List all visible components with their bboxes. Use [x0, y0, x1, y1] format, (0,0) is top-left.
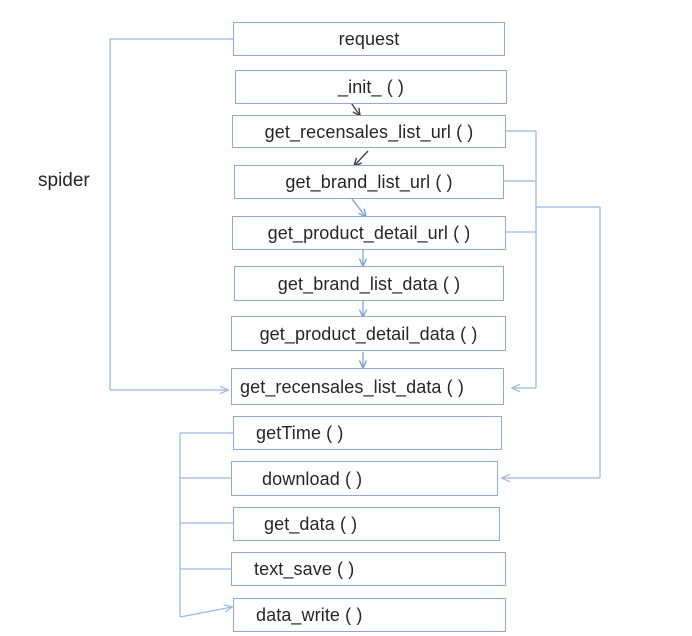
node-get-product-detail-data[interactable]: get_product_detail_data ( ) — [231, 316, 506, 351]
node-gettime[interactable]: getTime ( ) — [233, 416, 502, 450]
node-get-brand-list-url[interactable]: get_brand_list_url ( ) — [234, 165, 504, 199]
group-label-spider: spider — [38, 170, 90, 191]
node-get-data-label: get_data ( ) — [264, 514, 358, 534]
node-get-brand-list-url-label: get_brand_list_url ( ) — [285, 172, 453, 192]
node-get-product-detail-data-label: get_product_detail_data ( ) — [259, 323, 478, 344]
node-get-recensales-list-data[interactable]: get_recensales_list_data ( ) — [231, 368, 504, 405]
wire-spider-bus — [109, 38, 233, 390]
node-request[interactable]: request — [233, 22, 505, 56]
node-request-label: request — [338, 29, 400, 49]
node-download[interactable]: download ( ) — [231, 461, 498, 496]
node-get-recensales-list-url[interactable]: get_recensales_list_url ( ) — [232, 115, 506, 148]
node-get-data[interactable]: get_data ( ) — [233, 507, 500, 541]
node-download-label: download ( ) — [262, 468, 363, 489]
node-data-write[interactable]: data_write ( ) — [233, 598, 506, 632]
node-init-label: _init_ ( ) — [337, 77, 405, 97]
node-get-recensales-list-data-label: get_recensales_list_data ( ) — [240, 376, 464, 397]
node-gettime-label: getTime ( ) — [256, 423, 344, 443]
node-text-save[interactable]: text_save ( ) — [231, 552, 506, 586]
node-get-product-detail-url-label: get_product_detail_url ( ) — [267, 223, 471, 243]
node-init[interactable]: _init_ ( ) — [235, 70, 507, 104]
node-get-product-detail-url[interactable]: get_product_detail_url ( ) — [232, 216, 506, 250]
arrow-brandurl-to-producturl — [351, 198, 366, 217]
node-data-write-label: data_write ( ) — [256, 605, 363, 625]
wire-bottom-to-datawrite — [179, 607, 232, 618]
arrow-recensalesurl-to-brandurl — [354, 150, 369, 166]
node-text-save-label: text_save ( ) — [254, 559, 355, 579]
node-get-brand-list-data-label: get_brand_list_data ( ) — [277, 273, 461, 294]
node-get-recensales-list-url-label: get_recensales_list_url ( ) — [264, 121, 474, 142]
node-get-brand-list-data[interactable]: get_brand_list_data ( ) — [234, 266, 504, 301]
